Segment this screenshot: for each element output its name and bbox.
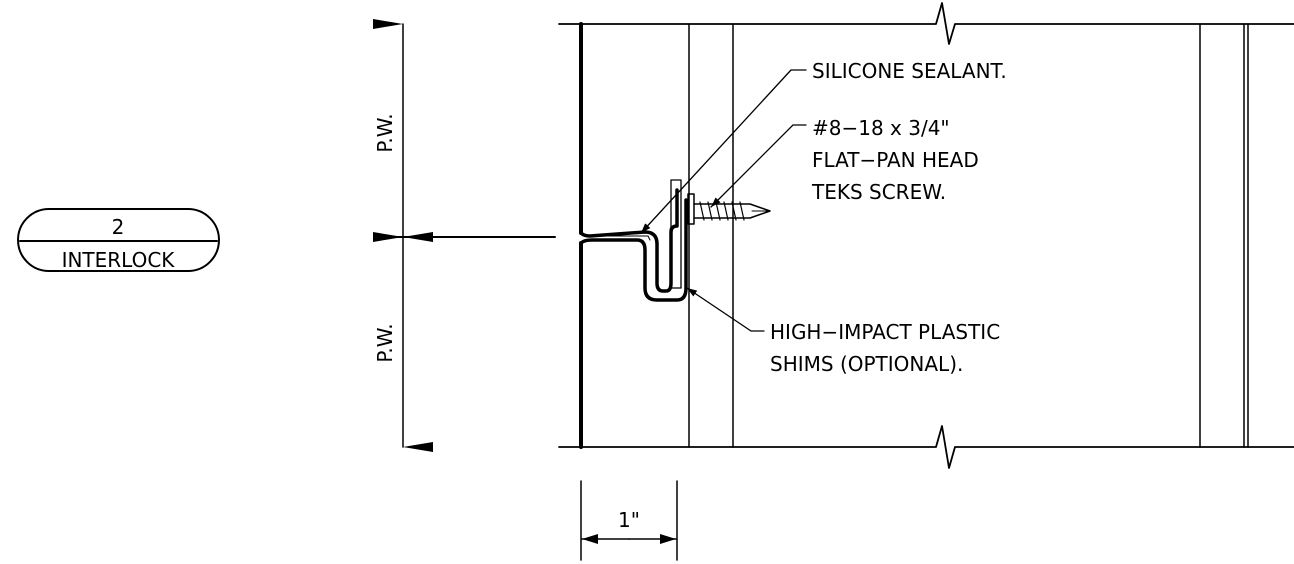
callouts: SILICONE SEALANT. #8−18 x 3/4" FLAT−PAN … <box>770 59 1007 376</box>
screw-shank <box>693 203 771 219</box>
shims-note-line1: HIGH−IMPACT PLASTIC <box>770 320 1000 344</box>
bottom-break-line <box>558 425 1294 469</box>
sealant-bead <box>592 235 651 241</box>
detail-tag-border <box>17 208 220 272</box>
sealant-leader <box>640 69 807 234</box>
detail-tag: 2 INTERLOCK <box>17 208 220 272</box>
shims-leader <box>686 287 765 332</box>
top-break-line <box>558 2 1294 45</box>
shims-note-line2: SHIMS (OPTIONAL). <box>770 352 963 376</box>
offset-dimension: 1" <box>580 480 678 561</box>
screw-threads <box>699 201 745 221</box>
screw-note-line1: #8−18 x 3/4" <box>812 116 950 140</box>
framing <box>558 2 1294 469</box>
sealant-note: SILICONE SEALANT. <box>812 59 1007 83</box>
detail-tag-title: INTERLOCK <box>62 248 176 272</box>
teks-screw <box>687 193 771 225</box>
offset-dimension-label: 1" <box>618 508 640 532</box>
screw-note-line2: FLAT−PAN HEAD <box>812 148 979 172</box>
leaders <box>640 69 807 332</box>
interlock-profile-lower <box>579 198 688 302</box>
screw-note-line3: TEKS SCREW. <box>811 180 946 204</box>
screw-head <box>687 193 695 225</box>
panel-width-dimensions: P.W. P.W. <box>373 19 556 452</box>
plastic-shim <box>670 179 682 289</box>
detail-tag-number: 2 <box>112 215 125 239</box>
upper-pw-label: P.W. <box>373 113 397 152</box>
wall-panel <box>579 22 688 449</box>
lower-pw-label: P.W. <box>373 323 397 362</box>
screw-leader <box>710 124 807 208</box>
